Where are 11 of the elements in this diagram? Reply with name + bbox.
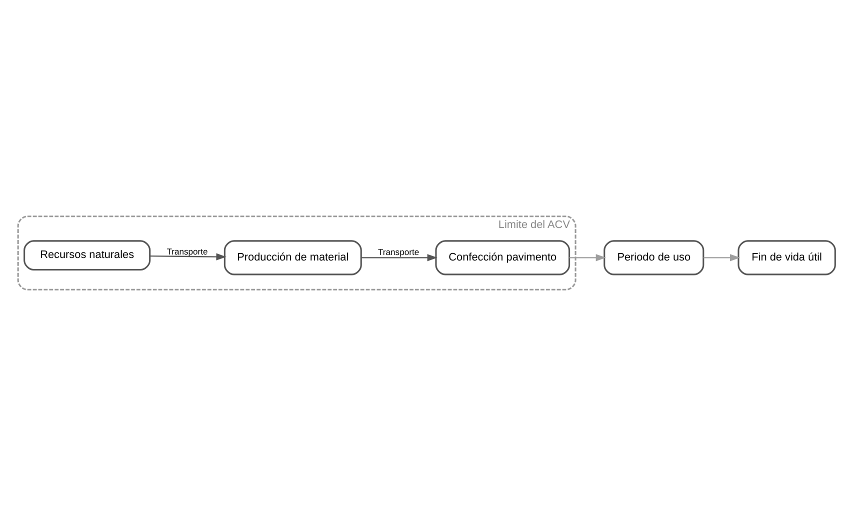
node-box: Fin de vida útil <box>738 240 836 276</box>
edge-label: Transporte <box>166 246 208 256</box>
arrow <box>150 253 226 260</box>
edge-label: Transporte <box>378 247 420 258</box>
node-box: Producción de material <box>224 240 362 276</box>
arrow <box>570 254 606 262</box>
node-box: Periodo de uso <box>604 240 704 276</box>
node-box: Confección pavimento <box>435 240 570 276</box>
arrow <box>361 254 438 262</box>
arrow <box>704 254 740 262</box>
node-box: Recursos naturales <box>24 240 151 271</box>
